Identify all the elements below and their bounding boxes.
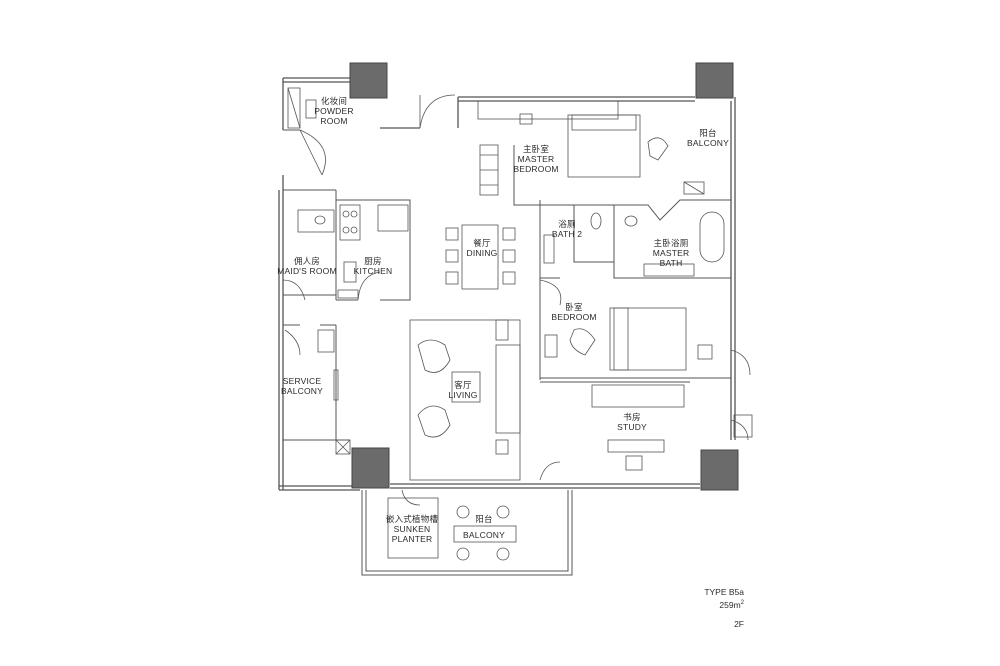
plan-info: TYPE B5a 259m2 2F — [704, 587, 744, 630]
bedroom-furniture — [544, 307, 713, 371]
structural-columns — [349, 62, 739, 491]
study-furniture — [591, 384, 753, 471]
unit-type: TYPE B5a — [704, 587, 744, 597]
bottom-balcony — [361, 490, 573, 576]
balcony-bottom-label: 阳台 — [475, 514, 493, 524]
service-balcony-fixtures — [317, 329, 351, 455]
kitchen-fixtures — [337, 204, 409, 299]
interior-walls — [283, 129, 731, 441]
unit-area: 259m2 — [719, 599, 744, 610]
master-bedroom-furniture — [477, 100, 705, 196]
floor-label: 2F — [734, 618, 744, 629]
bath-fixtures — [287, 87, 725, 277]
balcony-bottom-en-label: BALCONY — [462, 530, 506, 540]
dining-set — [445, 224, 516, 290]
living-furniture — [409, 319, 521, 481]
doors — [282, 94, 751, 506]
